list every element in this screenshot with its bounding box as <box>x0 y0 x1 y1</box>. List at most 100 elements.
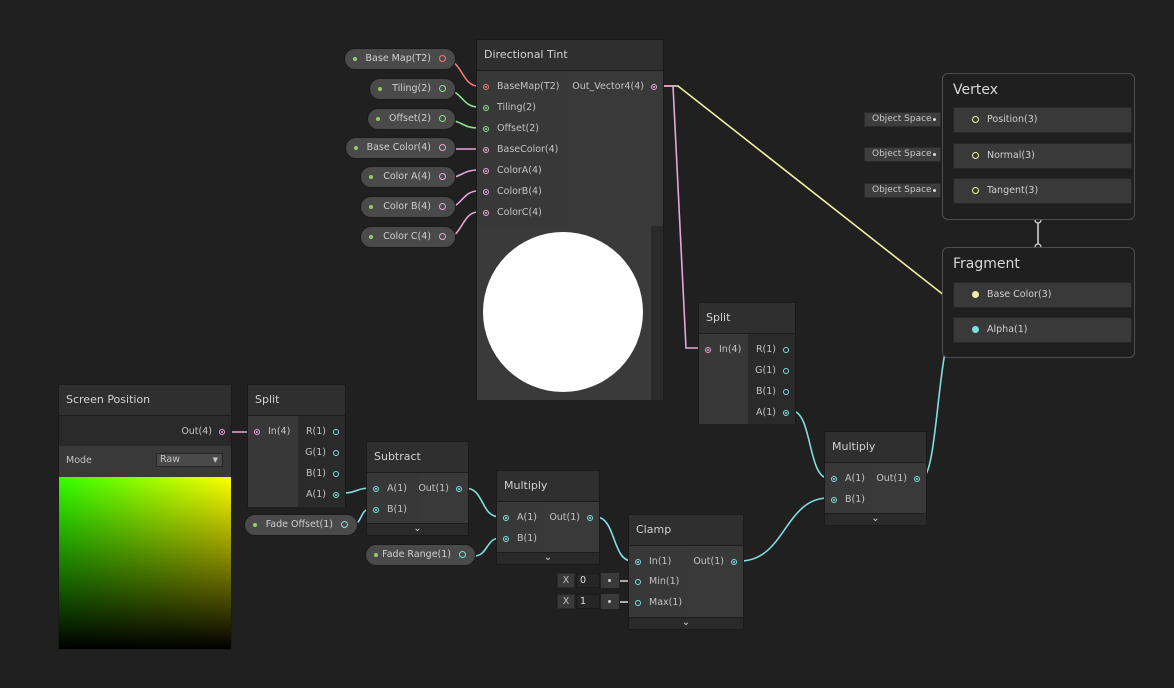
port-out[interactable]: Out(1) <box>545 511 593 525</box>
multiply-node-2[interactable]: Multiply A(1) B(1) Out(1) ⌄ <box>824 431 927 526</box>
port-a[interactable]: A(1) <box>299 488 339 502</box>
multiply-node-1[interactable]: Multiply A(1) B(1) Out(1) ⌄ <box>496 470 600 565</box>
chevron-down-icon[interactable]: ⌄ <box>497 552 599 564</box>
port-out-icon[interactable] <box>783 410 789 416</box>
port-g[interactable]: G(1) <box>749 364 789 378</box>
min-value-input[interactable]: 0 <box>576 573 600 588</box>
node-title[interactable]: Directional Tint <box>477 40 663 71</box>
port-out-icon[interactable] <box>333 429 339 435</box>
port-out-icon[interactable] <box>333 471 339 477</box>
port-in-icon[interactable] <box>483 210 489 216</box>
node-title[interactable]: Multiply <box>825 432 926 463</box>
port-out-icon[interactable] <box>783 347 789 353</box>
port-out-icon[interactable] <box>219 429 225 435</box>
port-in-icon[interactable] <box>483 105 489 111</box>
screen-position-node[interactable]: Screen Position Out(4) Mode Raw ▼ <box>58 384 232 650</box>
port-in-icon[interactable] <box>972 291 979 298</box>
port-out-icon[interactable] <box>731 559 737 565</box>
mode-dropdown[interactable]: Raw ▼ <box>156 453 223 467</box>
fragment-block[interactable]: Fragment Base Color(3) Alpha(1) <box>942 247 1135 358</box>
node-title[interactable]: Screen Position <box>59 385 231 416</box>
chevron-down-icon[interactable]: ⌄ <box>825 513 926 525</box>
port-r[interactable]: R(1) <box>299 425 339 439</box>
port-out-icon[interactable] <box>439 115 446 122</box>
property-fade-offset[interactable]: Fade Offset(1) <box>244 514 358 536</box>
split-node-left[interactable]: Split In(4) R(1) G(1) B(1) A(1) <box>247 384 346 507</box>
property-color-c[interactable]: Color C(4) <box>360 226 456 248</box>
vertex-slot-normal[interactable]: Normal(3) <box>953 143 1132 169</box>
port-out-icon[interactable] <box>439 85 446 92</box>
port-in-icon[interactable] <box>972 326 979 333</box>
clamp-min-field[interactable]: X 0 <box>557 573 619 588</box>
chevron-down-icon[interactable]: ⌄ <box>367 523 468 535</box>
port-b[interactable]: B(1) <box>749 385 789 399</box>
port-out-icon[interactable] <box>651 84 657 90</box>
port-out-icon[interactable] <box>459 551 466 558</box>
port-g[interactable]: G(1) <box>299 446 339 460</box>
port-out-icon[interactable] <box>783 389 789 395</box>
port-out-icon[interactable] <box>439 203 446 210</box>
property-offset[interactable]: Offset(2) <box>367 108 456 130</box>
port-in-icon[interactable] <box>254 429 260 435</box>
preview-scrollbar[interactable] <box>651 226 663 400</box>
fragment-slot-base-color[interactable]: Base Color(3) <box>953 282 1132 308</box>
clamp-node[interactable]: Clamp In(1) Min(1) Max(1) Out(1) ⌄ <box>628 514 744 630</box>
property-color-a[interactable]: Color A(4) <box>360 166 456 188</box>
port-out-icon[interactable] <box>783 368 789 374</box>
port-in-icon[interactable] <box>635 579 641 585</box>
node-title[interactable]: Split <box>248 385 345 416</box>
node-title[interactable]: Clamp <box>629 515 743 546</box>
port-out-icon[interactable] <box>341 521 348 528</box>
split-node-top[interactable]: Split In(4) R(1) G(1) B(1) A(1) <box>698 302 796 424</box>
property-fade-range[interactable]: Fade Range(1) <box>365 544 476 566</box>
object-space-position[interactable]: Object Space <box>864 112 941 127</box>
vertex-slot-tangent[interactable]: Tangent(3) <box>953 178 1132 204</box>
max-value-input[interactable]: 1 <box>576 594 600 609</box>
port-in-icon[interactable] <box>972 116 979 123</box>
port-out[interactable]: Out(4) <box>165 425 225 439</box>
port-out-icon[interactable] <box>601 594 619 609</box>
port-out-icon[interactable] <box>933 189 936 192</box>
port-out-icon[interactable] <box>587 515 593 521</box>
property-base-map[interactable]: Base Map(T2) <box>344 48 456 70</box>
port-out-icon[interactable] <box>439 173 446 180</box>
property-base-color[interactable]: Base Color(4) <box>345 137 456 159</box>
port-out-icon[interactable] <box>601 573 619 588</box>
property-tiling[interactable]: Tiling(2) <box>369 78 456 100</box>
port-out-vector4[interactable]: Out_Vector4(4) <box>567 80 657 94</box>
port-a[interactable]: A(1) <box>749 406 789 420</box>
port-in-icon[interactable] <box>635 600 641 606</box>
fragment-slot-alpha[interactable]: Alpha(1) <box>953 317 1132 343</box>
port-out-icon[interactable] <box>914 476 920 482</box>
port-in-icon[interactable] <box>483 189 489 195</box>
port-in-icon[interactable] <box>972 187 979 194</box>
port-in-icon[interactable] <box>483 126 489 132</box>
port-in-icon[interactable] <box>483 147 489 153</box>
port-in-icon[interactable] <box>972 152 979 159</box>
port-in-icon[interactable] <box>831 476 837 482</box>
subtract-node[interactable]: Subtract A(1) B(1) Out(1) ⌄ <box>366 441 469 536</box>
port-in-icon[interactable] <box>373 486 379 492</box>
port-out[interactable]: Out(1) <box>689 555 737 569</box>
port-out[interactable]: Out(1) <box>418 482 462 496</box>
chevron-down-icon[interactable]: ⌄ <box>629 617 743 629</box>
port-out-icon[interactable] <box>333 450 339 456</box>
port-b[interactable]: B(1) <box>299 467 339 481</box>
port-in-icon[interactable] <box>635 559 641 565</box>
node-title[interactable]: Split <box>699 303 795 334</box>
port-in-icon[interactable] <box>373 507 379 513</box>
port-in-icon[interactable] <box>503 515 509 521</box>
vertex-block[interactable]: Vertex Position(3) Normal(3) Tangent(3) <box>942 73 1135 220</box>
port-in-icon[interactable] <box>503 536 509 542</box>
port-in-icon[interactable] <box>831 497 837 503</box>
port-out-icon[interactable] <box>439 144 446 151</box>
port-out-icon[interactable] <box>439 55 446 62</box>
port-out-icon[interactable] <box>933 118 936 121</box>
node-title[interactable]: Multiply <box>497 471 599 502</box>
property-color-b[interactable]: Color B(4) <box>360 196 456 218</box>
port-out[interactable]: Out(1) <box>872 472 920 486</box>
vertex-slot-position[interactable]: Position(3) <box>953 107 1132 133</box>
port-out-icon[interactable] <box>439 233 446 240</box>
node-title[interactable]: Subtract <box>367 442 468 473</box>
port-in-icon[interactable] <box>483 84 489 90</box>
